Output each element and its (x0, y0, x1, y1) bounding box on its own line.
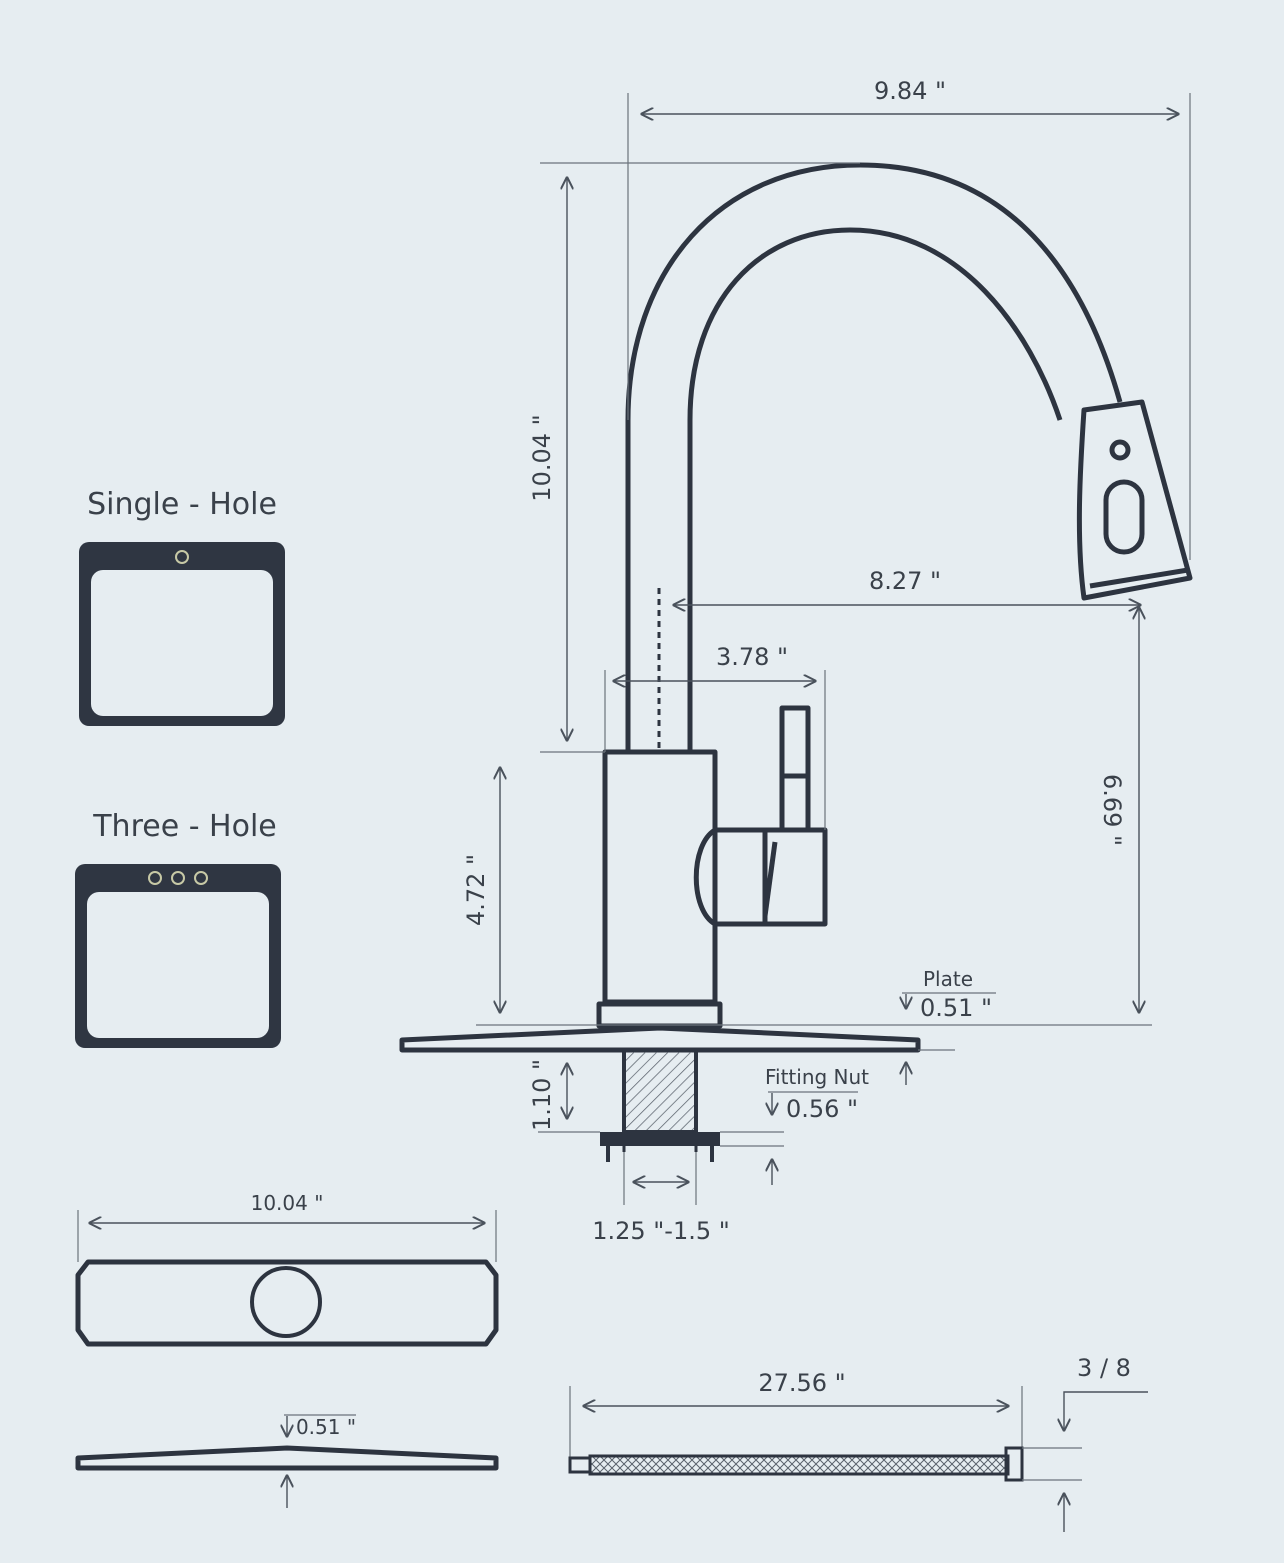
dim-base-height: 4.72 " (462, 854, 490, 926)
dimension-labels: 9.84 " 10.04 " 8.27 " 3.78 " 6.69 " 4.72… (462, 77, 1126, 1245)
dimension-lines (476, 93, 1191, 1205)
dim-deck-plate-thickness: 0.51 " (296, 1415, 356, 1439)
dim-fitting-nut-length: 1.10 " (528, 1059, 556, 1131)
three-hole-sink: Three - Hole (75, 809, 281, 1048)
single-hole-sink: Single - Hole (79, 487, 285, 726)
dim-hose-thread: 3 / 8 (1077, 1354, 1131, 1382)
dim-fitting-nut-size: 0.56 " (786, 1095, 858, 1123)
spray-button-icon (1109, 439, 1131, 461)
spray-toggle-icon (1103, 479, 1145, 555)
deck-plate-hole (250, 1266, 322, 1338)
dim-plate-thickness: 0.51 " (920, 994, 992, 1022)
dim-deck-plate-length: 10.04 " (251, 1191, 324, 1215)
faucet-drawing (399, 162, 1193, 1162)
dim-spout-reach-total: 9.84 " (874, 77, 946, 105)
faucet-holes-icon (148, 871, 208, 885)
deck-plate-top-view: 10.04 " (75, 1191, 499, 1347)
three-hole-label: Three - Hole (92, 809, 277, 844)
dim-spout-reach: 8.27 " (869, 567, 941, 595)
dim-outlet-height: 6.69 " (1098, 774, 1126, 846)
supply-hose: 27.56 " 3 / 8 (568, 1354, 1148, 1532)
deck-plate-side-view: 0.51 " (75, 1414, 499, 1508)
dim-spout-height: 10.04 " (528, 414, 556, 501)
dim-hole-diameter: 1.25 "-1.5 " (592, 1217, 730, 1245)
plate-label: Plate (923, 967, 973, 991)
fitting-nut-label: Fitting Nut (765, 1065, 869, 1089)
dim-handle-width: 3.78 " (716, 643, 788, 671)
dim-hose-length: 27.56 " (758, 1369, 845, 1397)
faucet-hole-icon (175, 550, 189, 564)
single-hole-label: Single - Hole (87, 487, 277, 522)
